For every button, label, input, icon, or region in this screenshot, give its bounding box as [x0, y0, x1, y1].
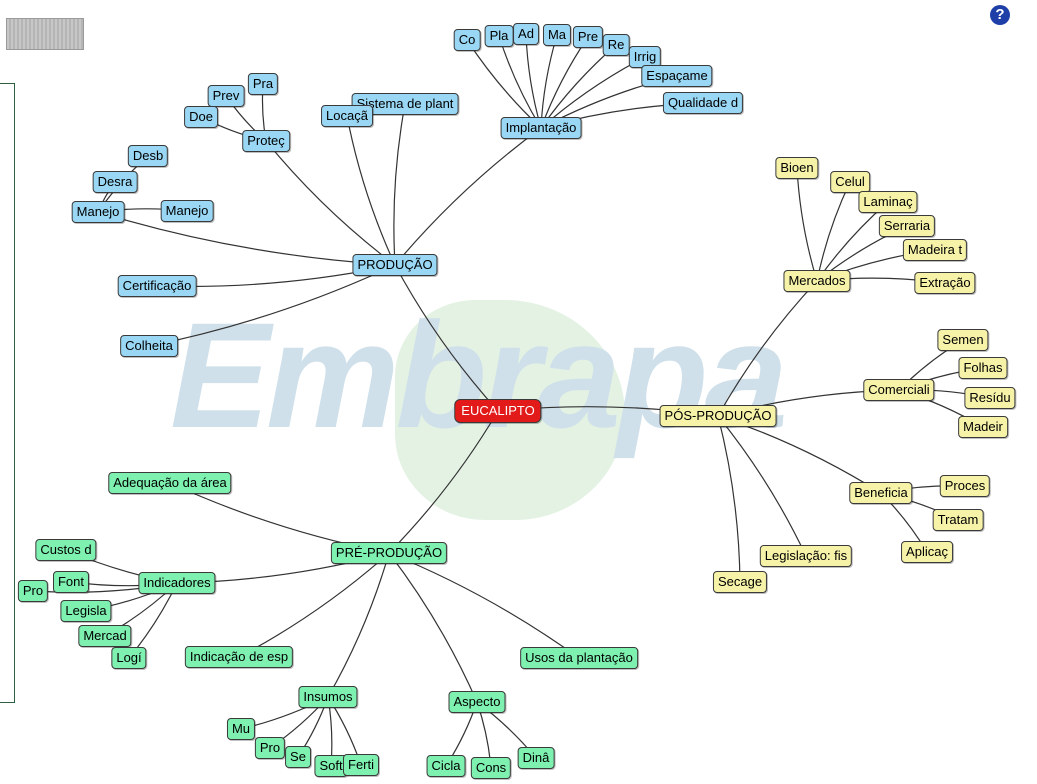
edge-preprod-aspecto [388, 552, 478, 703]
node-pra[interactable]: Pra [247, 73, 279, 95]
edge-preprod-usos [388, 552, 580, 659]
node-secage[interactable]: Secage [712, 571, 768, 593]
node-pos[interactable]: PÓS-PRODUÇÃO [659, 405, 777, 427]
node-preprod[interactable]: PRÉ-PRODUÇÃO [330, 542, 448, 564]
node-implantacao[interactable]: Implantação [500, 117, 582, 139]
node-pro[interactable]: Pro [17, 580, 49, 602]
node-indicadores[interactable]: Indicadores [138, 572, 216, 594]
edge-implantacao-co [466, 39, 542, 129]
node-ad[interactable]: Ad [513, 23, 539, 45]
node-mu[interactable]: Mu [226, 718, 256, 740]
node-proteq[interactable]: Proteç [242, 130, 290, 152]
node-ma[interactable]: Ma [542, 24, 572, 46]
node-qualidade[interactable]: Qualidade d [662, 92, 744, 114]
node-insumos[interactable]: Insumos [298, 686, 358, 708]
edge-pos-secage [717, 415, 741, 583]
node-manejo[interactable]: Manejo [160, 200, 214, 222]
node-ferti[interactable]: Ferti [343, 754, 379, 776]
node-tratam[interactable]: Tratam [932, 509, 984, 531]
edge-implantacao-re [540, 44, 617, 129]
node-pla[interactable]: Pla [484, 25, 514, 47]
edge-pos-mercados [717, 280, 818, 417]
edge-implantacao-pre [540, 36, 589, 129]
node-re[interactable]: Re [602, 34, 630, 56]
edge-root-producao [394, 264, 499, 412]
node-serraria[interactable]: Serraria [878, 215, 936, 237]
node-laminac[interactable]: Laminaç [858, 191, 918, 213]
node-semen[interactable]: Semen [937, 329, 989, 351]
node-se[interactable]: Se [285, 746, 311, 768]
node-legisla[interactable]: Legisla [60, 600, 112, 622]
node-pre[interactable]: Pre [572, 26, 604, 48]
node-logi[interactable]: Logí [111, 647, 147, 669]
edge-producao-locaca [346, 115, 396, 266]
side-panel [0, 83, 15, 703]
node-sistema[interactable]: Sistema de plant [351, 93, 459, 115]
node-mercad[interactable]: Mercad [78, 625, 132, 647]
node-mercados[interactable]: Mercados [783, 270, 851, 292]
node-manejo2[interactable]: Manejo [71, 201, 125, 223]
node-folhas[interactable]: Folhas [958, 357, 1008, 379]
node-pro2[interactable]: Pro [254, 737, 286, 759]
node-bioen[interactable]: Bioen [775, 157, 819, 179]
toolbar-strip[interactable] [6, 18, 84, 50]
node-celul[interactable]: Celul [830, 171, 870, 193]
node-desb[interactable]: Desb [127, 145, 169, 167]
node-dina[interactable]: Dinâ [517, 747, 555, 769]
node-madeirat[interactable]: Madeira t [902, 239, 968, 261]
node-aspecto[interactable]: Aspecto [448, 691, 506, 713]
node-colheita[interactable]: Colheita [120, 335, 178, 357]
node-adequacao[interactable]: Adequação da área [108, 472, 232, 494]
node-irrig[interactable]: Irrig [628, 46, 662, 68]
edge-implantacao-pla [498, 35, 542, 129]
node-cons[interactable]: Cons [470, 757, 512, 779]
edge-mercados-celul [816, 181, 851, 282]
edge-producao-sistema [393, 103, 406, 266]
help-icon[interactable]: ? [990, 5, 1010, 25]
edge-producao-colheita [148, 264, 396, 347]
node-residu[interactable]: Resídu [964, 387, 1016, 409]
edge-producao-proteq [265, 140, 396, 266]
edge-mercados-bioen [796, 167, 818, 282]
node-usos[interactable]: Usos da plantação [520, 647, 638, 669]
edge-preprod-insumos [327, 552, 390, 698]
node-root[interactable]: EUCALIPTO [454, 399, 542, 423]
node-aplicac[interactable]: Aplicaç [901, 541, 953, 563]
node-beneficia[interactable]: Beneficia [849, 482, 913, 504]
edge-producao-implantacao [394, 127, 542, 266]
node-soft[interactable]: Soft [314, 755, 348, 777]
node-custos[interactable]: Custos d [35, 539, 97, 561]
edge-producao-manejo2 [97, 211, 396, 266]
node-prev[interactable]: Prev [207, 85, 245, 107]
node-espacame[interactable]: Espaçame [641, 65, 713, 87]
node-madeir[interactable]: Madeir [958, 416, 1008, 438]
node-doe[interactable]: Doe [184, 106, 218, 128]
edge-implantacao-ad [525, 33, 542, 129]
node-desra[interactable]: Desra [92, 171, 138, 193]
edge-implantacao-ma [540, 34, 558, 129]
node-producao[interactable]: PRODUÇÃO [352, 254, 438, 276]
node-legislacao[interactable]: Legislação: fis [759, 545, 853, 567]
node-co[interactable]: Co [453, 29, 481, 51]
node-cicla[interactable]: Cicla [426, 755, 466, 777]
node-comerciali[interactable]: Comerciali [863, 379, 935, 401]
edge-pos-legislacao [717, 415, 807, 557]
node-font[interactable]: Font [52, 571, 90, 593]
node-locaca[interactable]: Locaçã [321, 105, 373, 127]
edge-root-preprod [388, 410, 499, 554]
edge-preprod-indicacao [238, 552, 390, 658]
node-certificacao[interactable]: Certificação [117, 275, 197, 297]
node-indicacao[interactable]: Indicação de esp [184, 646, 294, 668]
node-extracao[interactable]: Extração [914, 272, 976, 294]
node-proces[interactable]: Proces [939, 475, 991, 497]
